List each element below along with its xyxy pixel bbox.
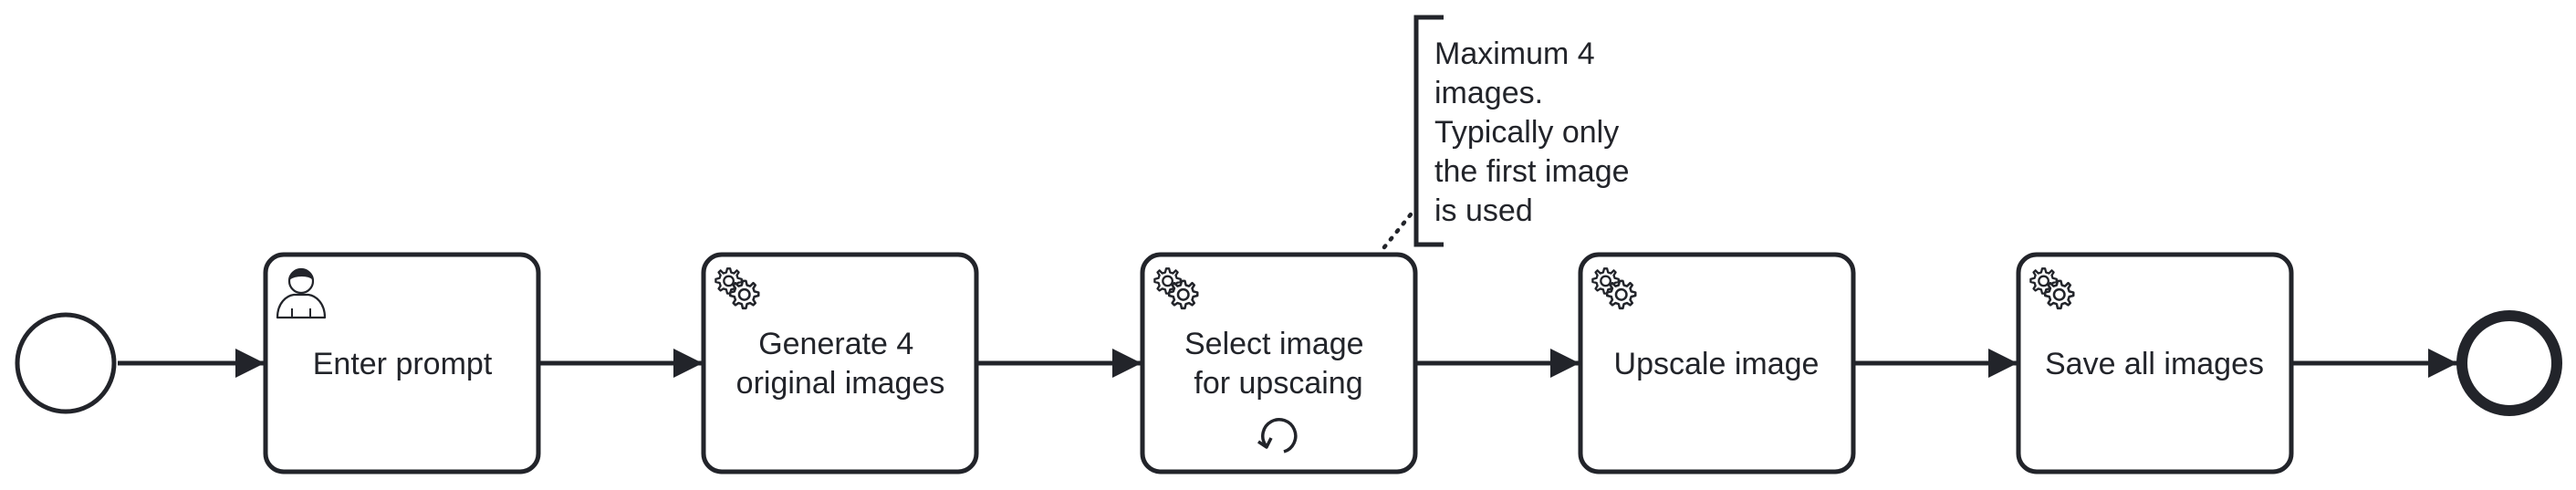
task-enter-prompt[interactable]: Enter prompt <box>263 252 541 474</box>
task-label-line: Upscale image <box>1614 347 1820 381</box>
start-event[interactable] <box>15 312 117 414</box>
annotation-line: images. <box>1434 76 1543 110</box>
svg-text:Upscale image: Upscale image <box>1614 347 1820 381</box>
svg-text:Generate 4 original imag: Generate 4 original images <box>736 327 945 401</box>
svg-text:Save all images: Save all images <box>2045 347 2264 381</box>
annotation-bracket[interactable] <box>1413 15 1444 247</box>
svg-text:Enter prompt: Enter prompt <box>313 347 493 381</box>
annotation-line: is used <box>1434 193 1533 228</box>
annotation-line: Typically only <box>1434 115 1619 150</box>
annotation-text: Maximum 4 images. Typically only the fir… <box>1434 36 1638 228</box>
task-label-line: Generate 4 <box>758 327 913 361</box>
task-select-image[interactable]: Select image for upscaing <box>1140 252 1418 474</box>
annotation-association <box>1382 207 1417 250</box>
annotation-line: Maximum 4 <box>1434 36 1595 71</box>
task-save-images[interactable]: Save all images <box>2016 252 2294 474</box>
user-icon <box>276 267 327 319</box>
task-label-line: Select image <box>1184 327 1364 361</box>
annotation-line: the first image <box>1434 154 1630 189</box>
task-label-line: for upscaing <box>1194 366 1362 401</box>
end-event[interactable] <box>2456 310 2562 416</box>
task-label-line: Save all images <box>2045 347 2264 381</box>
svg-text:Select image for upscain: Select image for upscaing <box>1184 327 1372 401</box>
task-generate-images[interactable]: Generate 4 original images <box>701 252 979 474</box>
task-label-line: Enter prompt <box>313 347 493 381</box>
task-upscale-image[interactable]: Upscale image <box>1578 252 1856 474</box>
task-label-line: original images <box>736 366 945 401</box>
loop-marker-icon <box>1257 418 1298 454</box>
